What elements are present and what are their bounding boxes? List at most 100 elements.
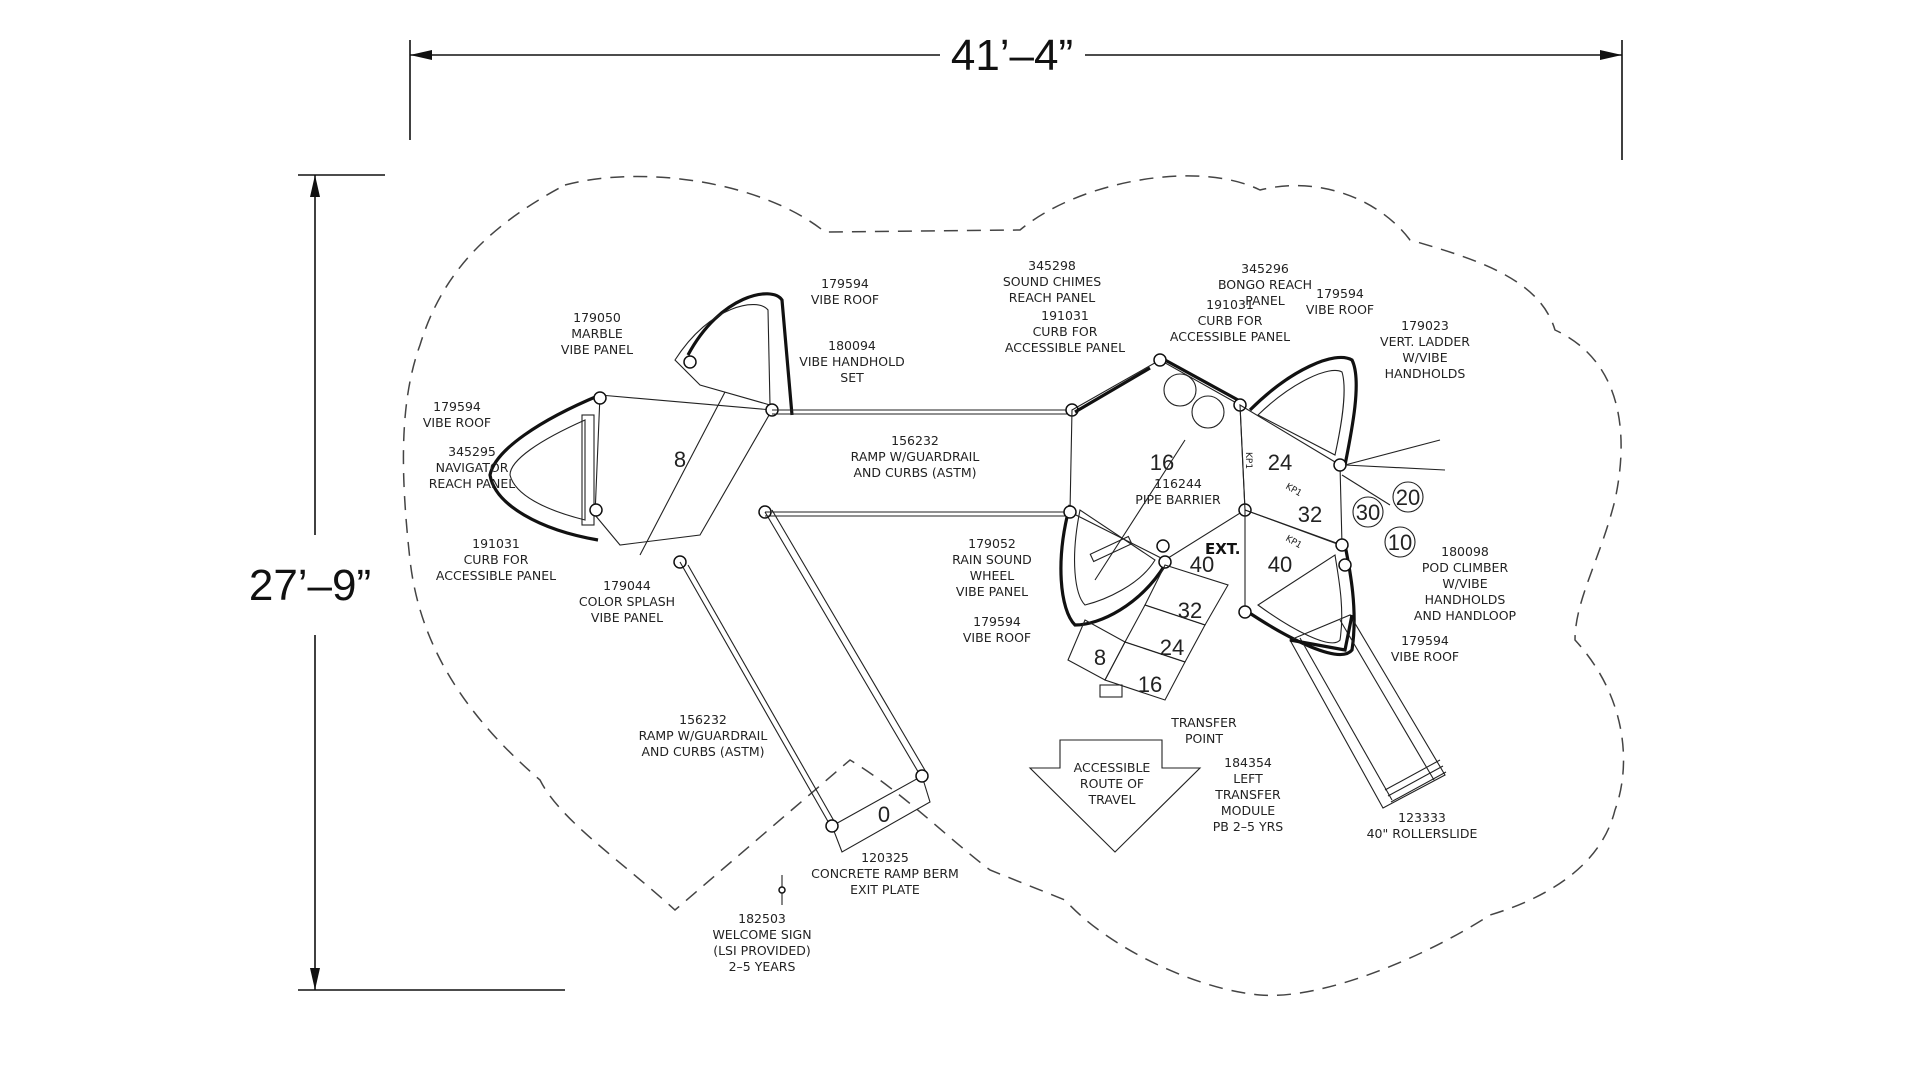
label-sound-chimes: 345298 SOUND CHIMES REACH PANEL [1003,258,1101,305]
height-dimension: 27’–9” [249,174,565,991]
svg-text:156232: 156232 [679,712,727,727]
svg-text:TRANSFER: TRANSFER [1170,715,1237,730]
label-transfer-point: TRANSFER POINT [1170,715,1237,746]
svg-text:VIBE ROOF: VIBE ROOF [1306,302,1374,317]
svg-text:179594: 179594 [973,614,1021,629]
label-pod-climber: 180098 POD CLIMBER W/VIBE HANDHOLDS AND … [1414,544,1517,623]
svg-text:ACCESSIBLE: ACCESSIBLE [1074,760,1151,775]
svg-text:VIBE ROOF: VIBE ROOF [963,630,1031,645]
svg-text:RAMP W/GUARDRAIL: RAMP W/GUARDRAIL [851,449,980,464]
label-marble-panel: 179050 MARBLE VIBE PANEL [561,310,633,357]
svg-text:40" ROLLERSLIDE: 40" ROLLERSLIDE [1367,826,1478,841]
svg-text:WHEEL: WHEEL [970,568,1015,583]
svg-text:VIBE HANDHOLD: VIBE HANDHOLD [799,354,904,369]
right-bottom-height: 40 [1268,552,1292,577]
berm-height: 0 [878,802,890,827]
svg-text:VERT. LADDER: VERT. LADDER [1380,334,1470,349]
accessible-route-arrow: ACCESSIBLE ROUTE OF TRAVEL [1028,739,1202,853]
svg-text:AND CURBS (ASTM): AND CURBS (ASTM) [854,465,977,480]
svg-text:ROUTE OF: ROUTE OF [1080,776,1144,791]
label-rain-wheel: 179052 RAIN SOUND WHEEL VIBE PANEL [952,536,1032,599]
right-center-height: 32 [1298,502,1322,527]
svg-text:PANEL: PANEL [1245,293,1285,308]
label-bongo: 345296 BONGO REACH PANEL [1218,261,1312,308]
svg-text:W/VIBE: W/VIBE [1442,576,1487,591]
svg-text:123333: 123333 [1398,810,1446,825]
svg-text:179594: 179594 [1401,633,1449,648]
label-ramp-berm: 120325 CONCRETE RAMP BERM EXIT PLATE [811,850,959,897]
label-vert-ladder: 179023 VERT. LADDER W/VIBE HANDHOLDS [1380,318,1470,381]
svg-text:REACH PANEL: REACH PANEL [1009,290,1096,305]
svg-text:POINT: POINT [1185,731,1223,746]
kp-label-b: KP1 [1284,482,1304,499]
label-color-splash: 179044 COLOR SPLASH VIBE PANEL [579,578,675,625]
label-rollerslide: 123333 40" ROLLERSLIDE [1367,810,1478,841]
label-navigator: 345295 NAVIGATOR REACH PANEL [429,444,516,491]
svg-text:345298: 345298 [1028,258,1076,273]
svg-text:VIBE PANEL: VIBE PANEL [561,342,633,357]
svg-text:30: 30 [1356,500,1380,525]
center-deck-height: 16 [1150,450,1174,475]
svg-text:MODULE: MODULE [1221,803,1275,818]
svg-text:W/VIBE: W/VIBE [1402,350,1447,365]
svg-text:179050: 179050 [573,310,621,325]
svg-text:20: 20 [1396,485,1420,510]
svg-text:182503: 182503 [738,911,786,926]
svg-text:BONGO REACH: BONGO REACH [1218,277,1312,292]
svg-text:184354: 184354 [1224,755,1272,770]
svg-text:191031: 191031 [472,536,520,551]
width-dimension-label: 41’–4” [951,31,1073,80]
ext-height: 40 [1190,552,1214,577]
svg-text:191031: 191031 [1206,297,1254,312]
rollerslide [1289,614,1447,809]
svg-text:(LSI PROVIDED): (LSI PROVIDED) [713,943,811,958]
svg-text:120325: 120325 [861,850,909,865]
svg-text:2–5 YEARS: 2–5 YEARS [729,959,796,974]
svg-text:CURB FOR: CURB FOR [1033,324,1098,339]
svg-text:191031: 191031 [1041,308,1089,323]
kp-label-a: KP1 [1243,452,1253,469]
svg-text:HANDHOLDS: HANDHOLDS [1425,592,1506,607]
svg-text:AND HANDLOOP: AND HANDLOOP [1414,608,1517,623]
left-deck-structure: 8 [488,292,794,569]
kp-label-c: KP1 [1284,534,1304,551]
svg-text:EXIT PLATE: EXIT PLATE [850,882,920,897]
svg-text:ACCESSIBLE PANEL: ACCESSIBLE PANEL [436,568,556,583]
svg-text:ACCESSIBLE PANEL: ACCESSIBLE PANEL [1005,340,1125,355]
label-vibe-roof-lower: 179594 VIBE ROOF [1391,633,1459,664]
label-transfer-module: 184354 LEFT TRANSFER MODULE PB 2–5 YRS [1213,755,1284,834]
svg-text:179594: 179594 [433,399,481,414]
svg-text:ACCESSIBLE PANEL: ACCESSIBLE PANEL [1170,329,1290,344]
svg-text:NAVIGATOR: NAVIGATOR [436,460,509,475]
step-height-1: 32 [1178,598,1202,623]
svg-text:WELCOME SIGN: WELCOME SIGN [712,927,811,942]
svg-text:180098: 180098 [1441,544,1489,559]
svg-text:LEFT: LEFT [1233,771,1263,786]
svg-text:SET: SET [840,370,864,385]
label-ramp-bottom: 156232 RAMP W/GUARDRAIL AND CURBS (ASTM) [639,712,768,759]
label-vibe-roof-mid: 179594 VIBE ROOF [963,614,1031,645]
width-dimension: 41’–4” [409,31,1623,160]
svg-text:CURB FOR: CURB FOR [464,552,529,567]
svg-text:RAMP W/GUARDRAIL: RAMP W/GUARDRAIL [639,728,768,743]
svg-text:PB 2–5 YRS: PB 2–5 YRS [1213,819,1284,834]
svg-text:179023: 179023 [1401,318,1449,333]
svg-text:VIBE PANEL: VIBE PANEL [956,584,1028,599]
label-vibe-roof-right: 179594 VIBE ROOF [1306,286,1374,317]
svg-text:HANDHOLDS: HANDHOLDS [1385,366,1466,381]
svg-text:COLOR SPLASH: COLOR SPLASH [579,594,675,609]
label-welcome-sign: 182503 WELCOME SIGN (LSI PROVIDED) 2–5 Y… [712,911,811,974]
component-labels: 179594 VIBE ROOF 179050 MARBLE VIBE PANE… [423,258,1517,974]
svg-text:345295: 345295 [448,444,496,459]
svg-text:156232: 156232 [891,433,939,448]
welcome-sign [778,875,786,905]
ext-label: EXT. [1205,540,1240,558]
svg-text:CURB FOR: CURB FOR [1198,313,1263,328]
label-vibe-roof-top: 179594 VIBE ROOF [811,276,879,307]
svg-text:REACH PANEL: REACH PANEL [429,476,516,491]
label-curb-mid: 191031 CURB FOR ACCESSIBLE PANEL [1005,308,1125,355]
svg-text:345296: 345296 [1241,261,1289,276]
svg-text:116244: 116244 [1154,476,1202,491]
svg-text:180094: 180094 [828,338,876,353]
